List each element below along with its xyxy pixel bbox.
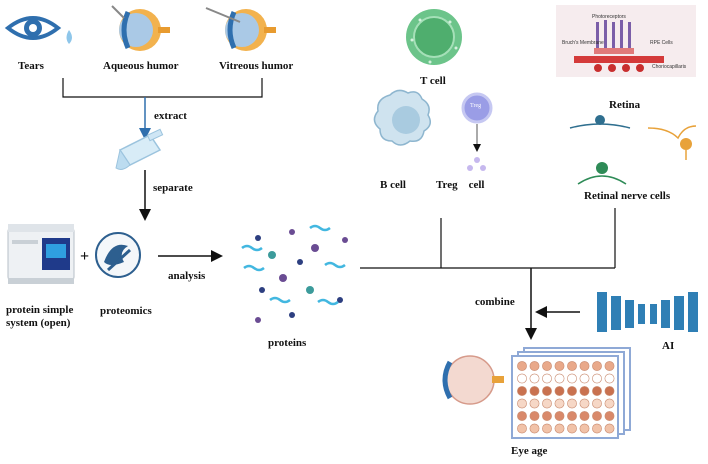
plate-well <box>542 361 552 371</box>
eye-icon <box>4 16 62 40</box>
plate-well <box>529 398 540 409</box>
plate-well <box>554 411 565 421</box>
plate-well <box>529 361 540 371</box>
protein-simple-system-icon <box>7 224 75 284</box>
plate-well <box>529 373 540 384</box>
microtube-icon <box>115 128 164 170</box>
retina-bruchs-text: Bruch's Membrane <box>562 40 604 46</box>
plate-well <box>579 386 590 396</box>
plate-well <box>554 386 565 396</box>
analysis-label: analysis <box>168 270 206 282</box>
plate-well <box>517 398 527 409</box>
plate-well <box>579 423 590 434</box>
treg-cell-icon <box>461 92 493 171</box>
plate-well <box>517 386 527 396</box>
plate-well <box>542 386 552 396</box>
ai-label: AI <box>662 340 675 352</box>
plate-well <box>579 373 590 384</box>
plate-well <box>604 386 615 396</box>
proteomics-label: proteomics <box>100 305 152 317</box>
plate-well <box>567 423 577 434</box>
proteins-cluster-icon <box>241 224 348 323</box>
eye-age-label: Eye age <box>511 445 548 457</box>
plus-sign: + <box>80 248 90 265</box>
proteins-label: proteins <box>268 337 307 349</box>
plate-well <box>542 423 552 434</box>
plate-well <box>604 423 615 434</box>
separate-label: separate <box>153 182 193 194</box>
plate-well <box>554 398 565 409</box>
aqueous-humor-label: Aqueous humor <box>103 60 179 72</box>
plate-well <box>567 386 577 396</box>
aqueous-eyeball-icon <box>111 5 170 51</box>
plate-well <box>517 411 527 421</box>
treg-cell-label: Treg cell <box>436 179 485 191</box>
plate-well <box>567 398 577 409</box>
plate-well <box>567 361 577 371</box>
plate-well <box>529 386 540 396</box>
plate-well <box>542 373 552 384</box>
vitreous-humor-label: Vitreous humor <box>219 60 294 72</box>
plate-well <box>542 398 552 409</box>
plate-well <box>579 361 590 371</box>
treg-tag: Treg <box>470 103 482 109</box>
protein-simple-system-label: protein simple system (open) <box>6 304 74 329</box>
ai-network-icon <box>597 292 698 332</box>
plate-well <box>604 373 615 384</box>
retina-rpe-text: RPE Cells <box>650 40 673 46</box>
plate-well <box>592 423 602 434</box>
plate-well <box>567 373 577 384</box>
plate-well <box>604 361 615 371</box>
plate-well <box>592 398 602 409</box>
plate-well <box>517 373 527 384</box>
well-plate-icon <box>511 347 631 439</box>
retina-chorio-text: Choriocapillaris <box>652 64 687 70</box>
t-cell-label: T cell <box>420 75 446 87</box>
plate-well <box>529 423 540 434</box>
plate-well <box>567 411 577 421</box>
plate-well <box>592 411 602 421</box>
retina-photoreceptors-text: Photoreceptors <box>592 14 626 20</box>
plate-well <box>592 386 602 396</box>
retinal-nerve-cell-icon <box>569 115 697 185</box>
plate-well <box>517 423 527 434</box>
plate-well <box>554 361 565 371</box>
eyeball-side-icon <box>442 355 504 405</box>
tear-drop-icon <box>66 30 72 44</box>
combine-label: combine <box>475 296 515 308</box>
plate-well <box>592 373 602 384</box>
plate-well <box>554 373 565 384</box>
plate-well <box>517 361 527 371</box>
plate-well <box>542 411 552 421</box>
plate-well <box>592 361 602 371</box>
proteomics-icon <box>95 232 141 278</box>
b-cell-icon <box>373 89 431 146</box>
plate-well <box>604 411 615 421</box>
plate-well <box>529 411 540 421</box>
retinal-nerve-cells-label: Retinal nerve cells <box>584 190 671 202</box>
plate-well <box>604 398 615 409</box>
retina-image: Photoreceptors Bruch's Membrane RPE Cell… <box>556 5 696 77</box>
extract-label: extract <box>154 110 187 122</box>
plate-well <box>579 411 590 421</box>
retina-label: Retina <box>609 99 641 111</box>
plate-well <box>554 423 565 434</box>
vitreous-eyeball-icon <box>205 7 276 51</box>
tears-label: Tears <box>18 60 44 72</box>
plate-well <box>579 398 590 409</box>
t-cell-icon <box>406 9 462 65</box>
b-cell-label: B cell <box>380 179 406 191</box>
